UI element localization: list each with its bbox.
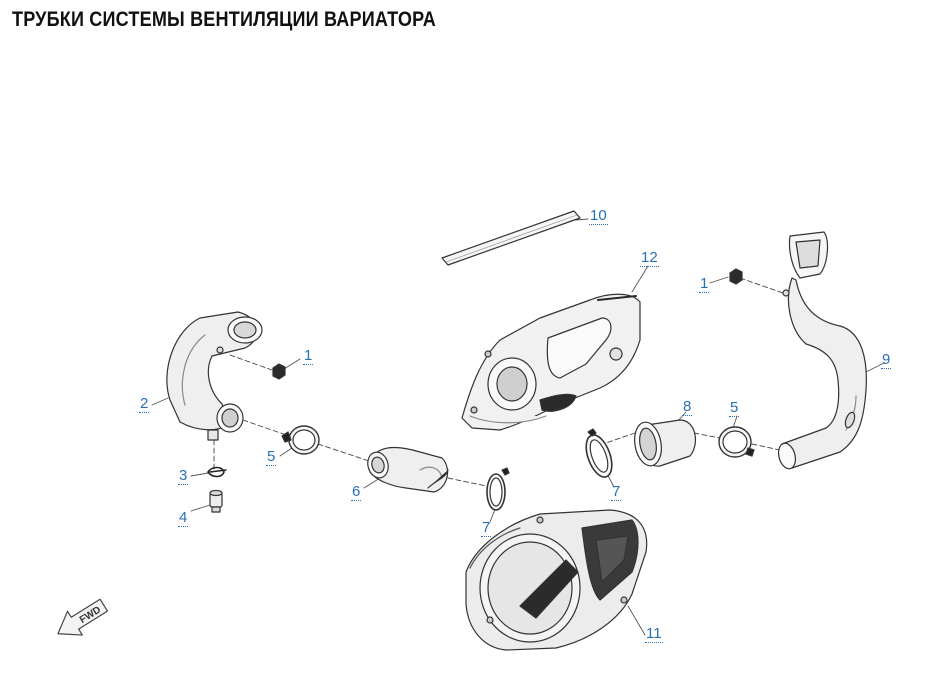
part-3-clip <box>207 466 227 478</box>
callout-part-6[interactable]: 6 <box>351 483 362 501</box>
callout-part-1-right[interactable]: 1 <box>699 275 710 293</box>
part-7-seal-ring-right <box>585 428 613 478</box>
part-11-outer-cover <box>465 509 648 651</box>
callout-part-7-center[interactable]: 7 <box>481 519 492 537</box>
callout-part-12[interactable]: 12 <box>640 249 659 267</box>
callout-part-4[interactable]: 4 <box>178 509 189 527</box>
page-title: ТРУБКИ СИСТЕМЫ ВЕНТИЛЯЦИИ ВАРИАТОРА <box>12 8 436 31</box>
part-9-snorkel-tube <box>777 231 867 470</box>
part-5-clamp-right <box>718 426 755 458</box>
callout-leaders <box>151 218 885 636</box>
part-1-clip-nut-right <box>729 268 743 285</box>
part-10-strip <box>441 210 581 266</box>
callout-part-10[interactable]: 10 <box>589 207 608 225</box>
part-4-drain-plug <box>209 489 223 513</box>
callout-part-5-left[interactable]: 5 <box>266 448 277 466</box>
fwd-arrow-icon: FWD <box>57 598 109 636</box>
callout-part-2[interactable]: 2 <box>139 395 150 413</box>
part-12-inner-cover <box>461 293 641 431</box>
callout-part-7-right[interactable]: 7 <box>611 483 622 501</box>
part-2-intake-tube <box>166 311 263 441</box>
callout-part-3[interactable]: 3 <box>178 467 189 485</box>
part-8-sleeve-adapter <box>634 419 697 467</box>
part-1-clip-nut-left <box>272 363 286 380</box>
callout-part-11[interactable]: 11 <box>645 625 663 643</box>
part-7-seal-ring-center <box>486 467 510 511</box>
callout-part-9[interactable]: 9 <box>881 351 892 369</box>
part-5-clamp-left <box>281 425 320 455</box>
callout-part-1-left[interactable]: 1 <box>303 347 314 365</box>
part-6-connector-boot <box>367 446 449 493</box>
callout-part-8[interactable]: 8 <box>682 398 693 416</box>
callout-part-5-right[interactable]: 5 <box>729 399 740 417</box>
